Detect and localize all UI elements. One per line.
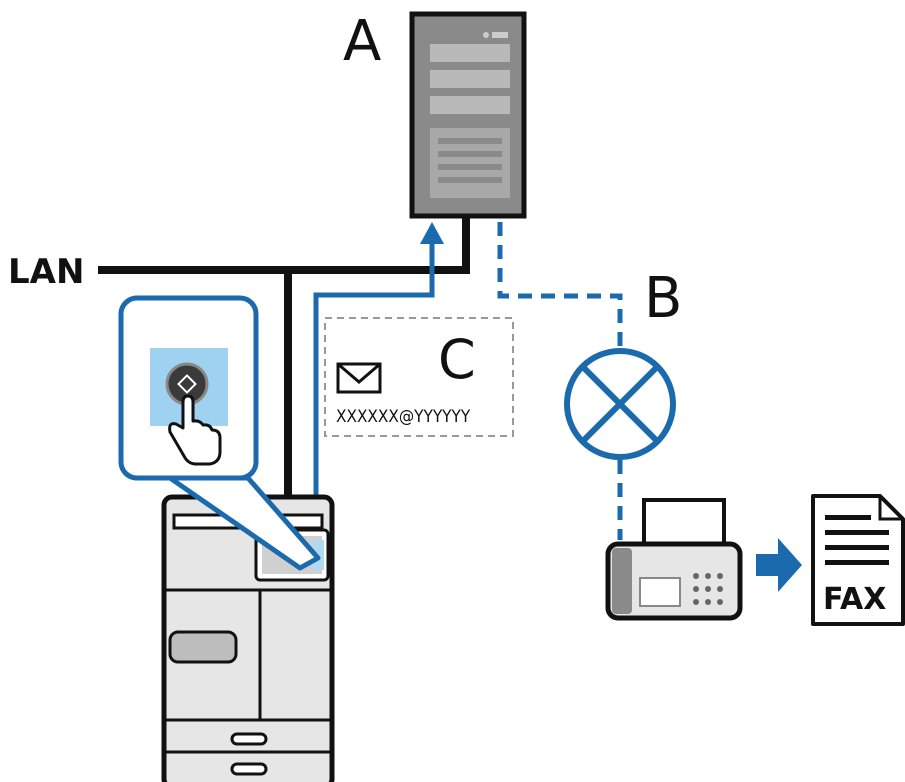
lan-network: LAN <box>8 216 470 500</box>
printer-icon <box>161 494 335 782</box>
arrow-up-icon <box>420 222 444 244</box>
fax-machine-icon <box>605 498 743 621</box>
server-label: A <box>343 9 381 74</box>
email-address: XXXXXX@YYYYYY <box>336 407 471 427</box>
phone-line-label: B <box>644 266 682 331</box>
phone-line: B <box>497 222 682 540</box>
fax-document-label: FAX <box>823 582 886 617</box>
server: A <box>343 9 527 219</box>
email-path <box>313 222 444 500</box>
envelope-icon <box>336 362 382 394</box>
control-panel-callout <box>118 295 321 571</box>
server-icon <box>409 11 527 219</box>
fax-document-icon: FAX <box>811 494 905 626</box>
arrow-right-icon <box>756 538 802 592</box>
exchange-icon <box>564 348 676 460</box>
email-box: C XXXXXX@YYYYYY <box>324 317 514 437</box>
lan-label: LAN <box>8 252 84 292</box>
touch-hand-icon <box>168 394 222 466</box>
email-label: C <box>438 328 476 391</box>
